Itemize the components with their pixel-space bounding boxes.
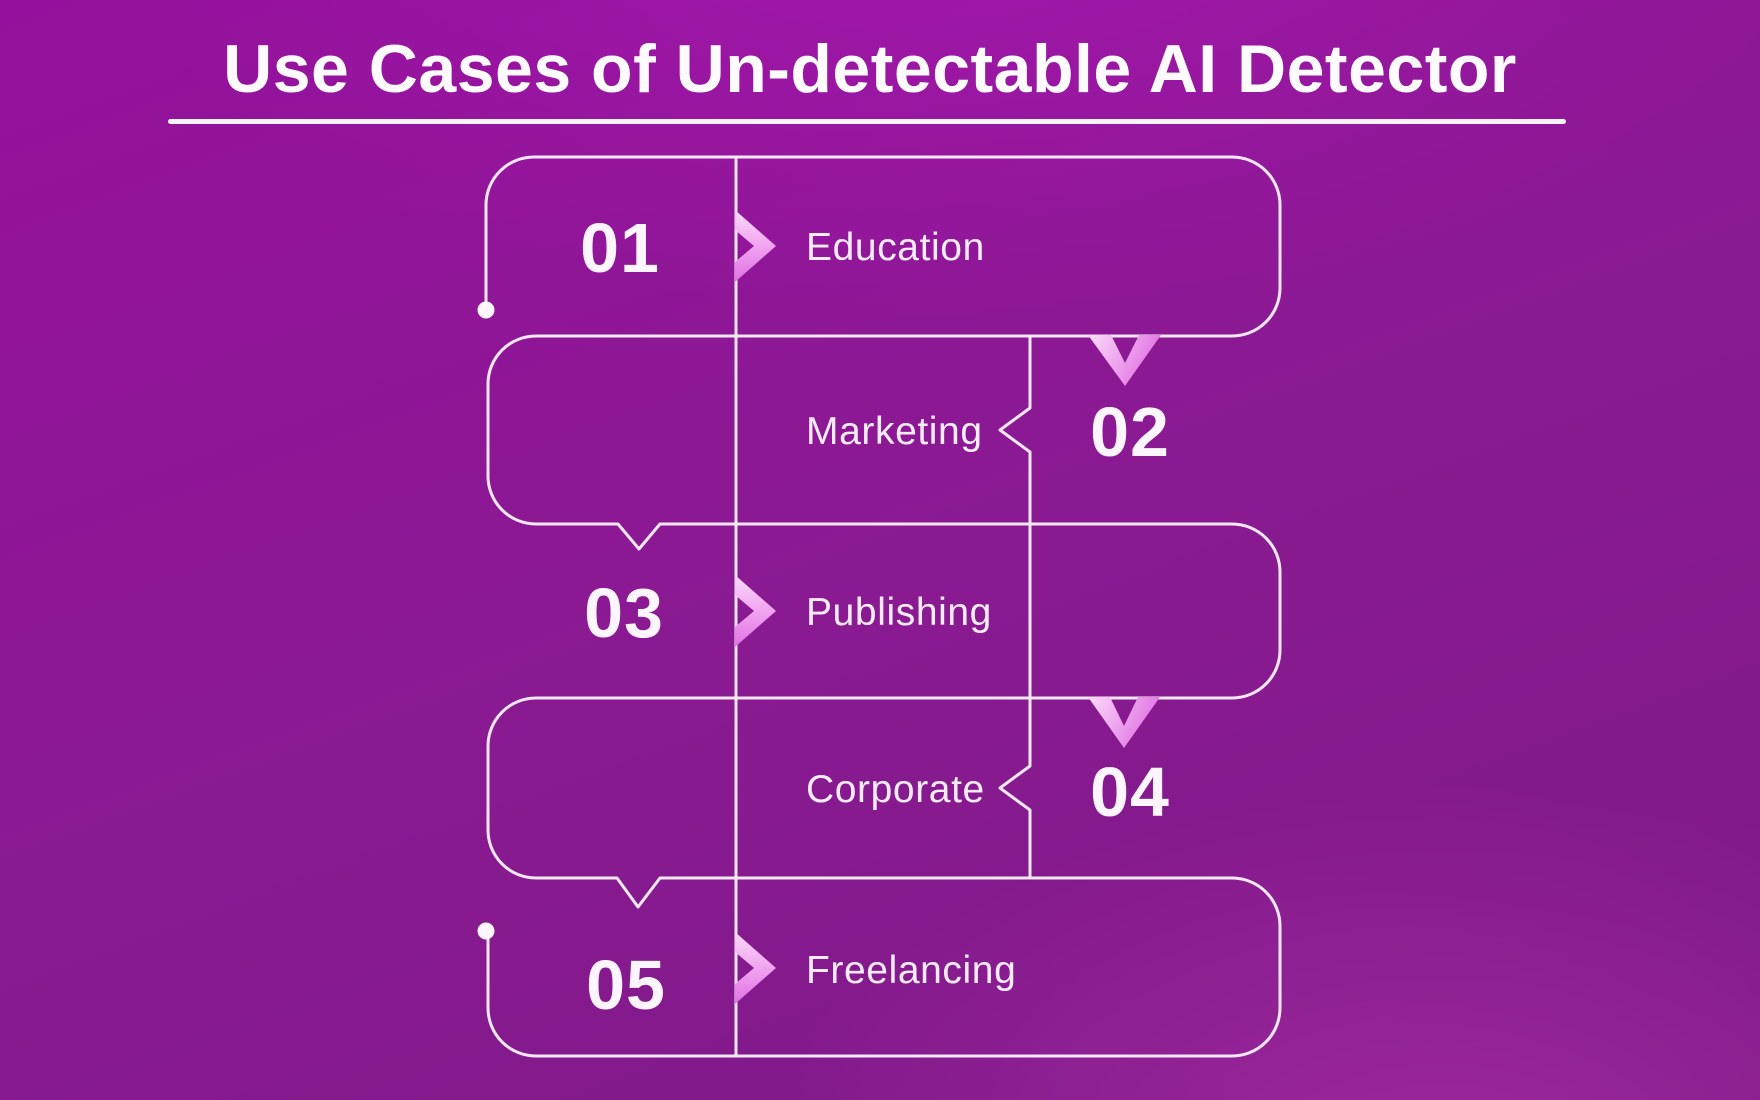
- step-1-number: 01: [580, 209, 660, 287]
- chevron-down-icon: [1088, 697, 1160, 748]
- chevron-right-icon: [735, 575, 776, 647]
- title-underline: [168, 119, 1566, 124]
- serpentine-outline: [484, 155, 1282, 1058]
- step-5-label: Freelancing: [806, 949, 1016, 992]
- step-1-label: Education: [806, 226, 985, 269]
- divider-line-right: [998, 334, 1032, 880]
- chevron-right-icon: [735, 932, 776, 1004]
- step-3-number: 03: [584, 574, 664, 652]
- step-4-number: 04: [1090, 753, 1170, 831]
- end-dot: [477, 922, 495, 940]
- chevron-down-icon: [1088, 335, 1161, 386]
- page-title: Use Cases of Un-detectable AI Detector: [223, 31, 1517, 107]
- step-5-number: 05: [586, 946, 666, 1024]
- step-4-label: Corporate: [806, 768, 985, 811]
- step-2-label: Marketing: [806, 410, 983, 453]
- step-2-number: 02: [1090, 393, 1170, 471]
- step-3-label: Publishing: [806, 591, 992, 634]
- start-dot: [477, 301, 495, 319]
- chevron-right-icon: [735, 210, 776, 282]
